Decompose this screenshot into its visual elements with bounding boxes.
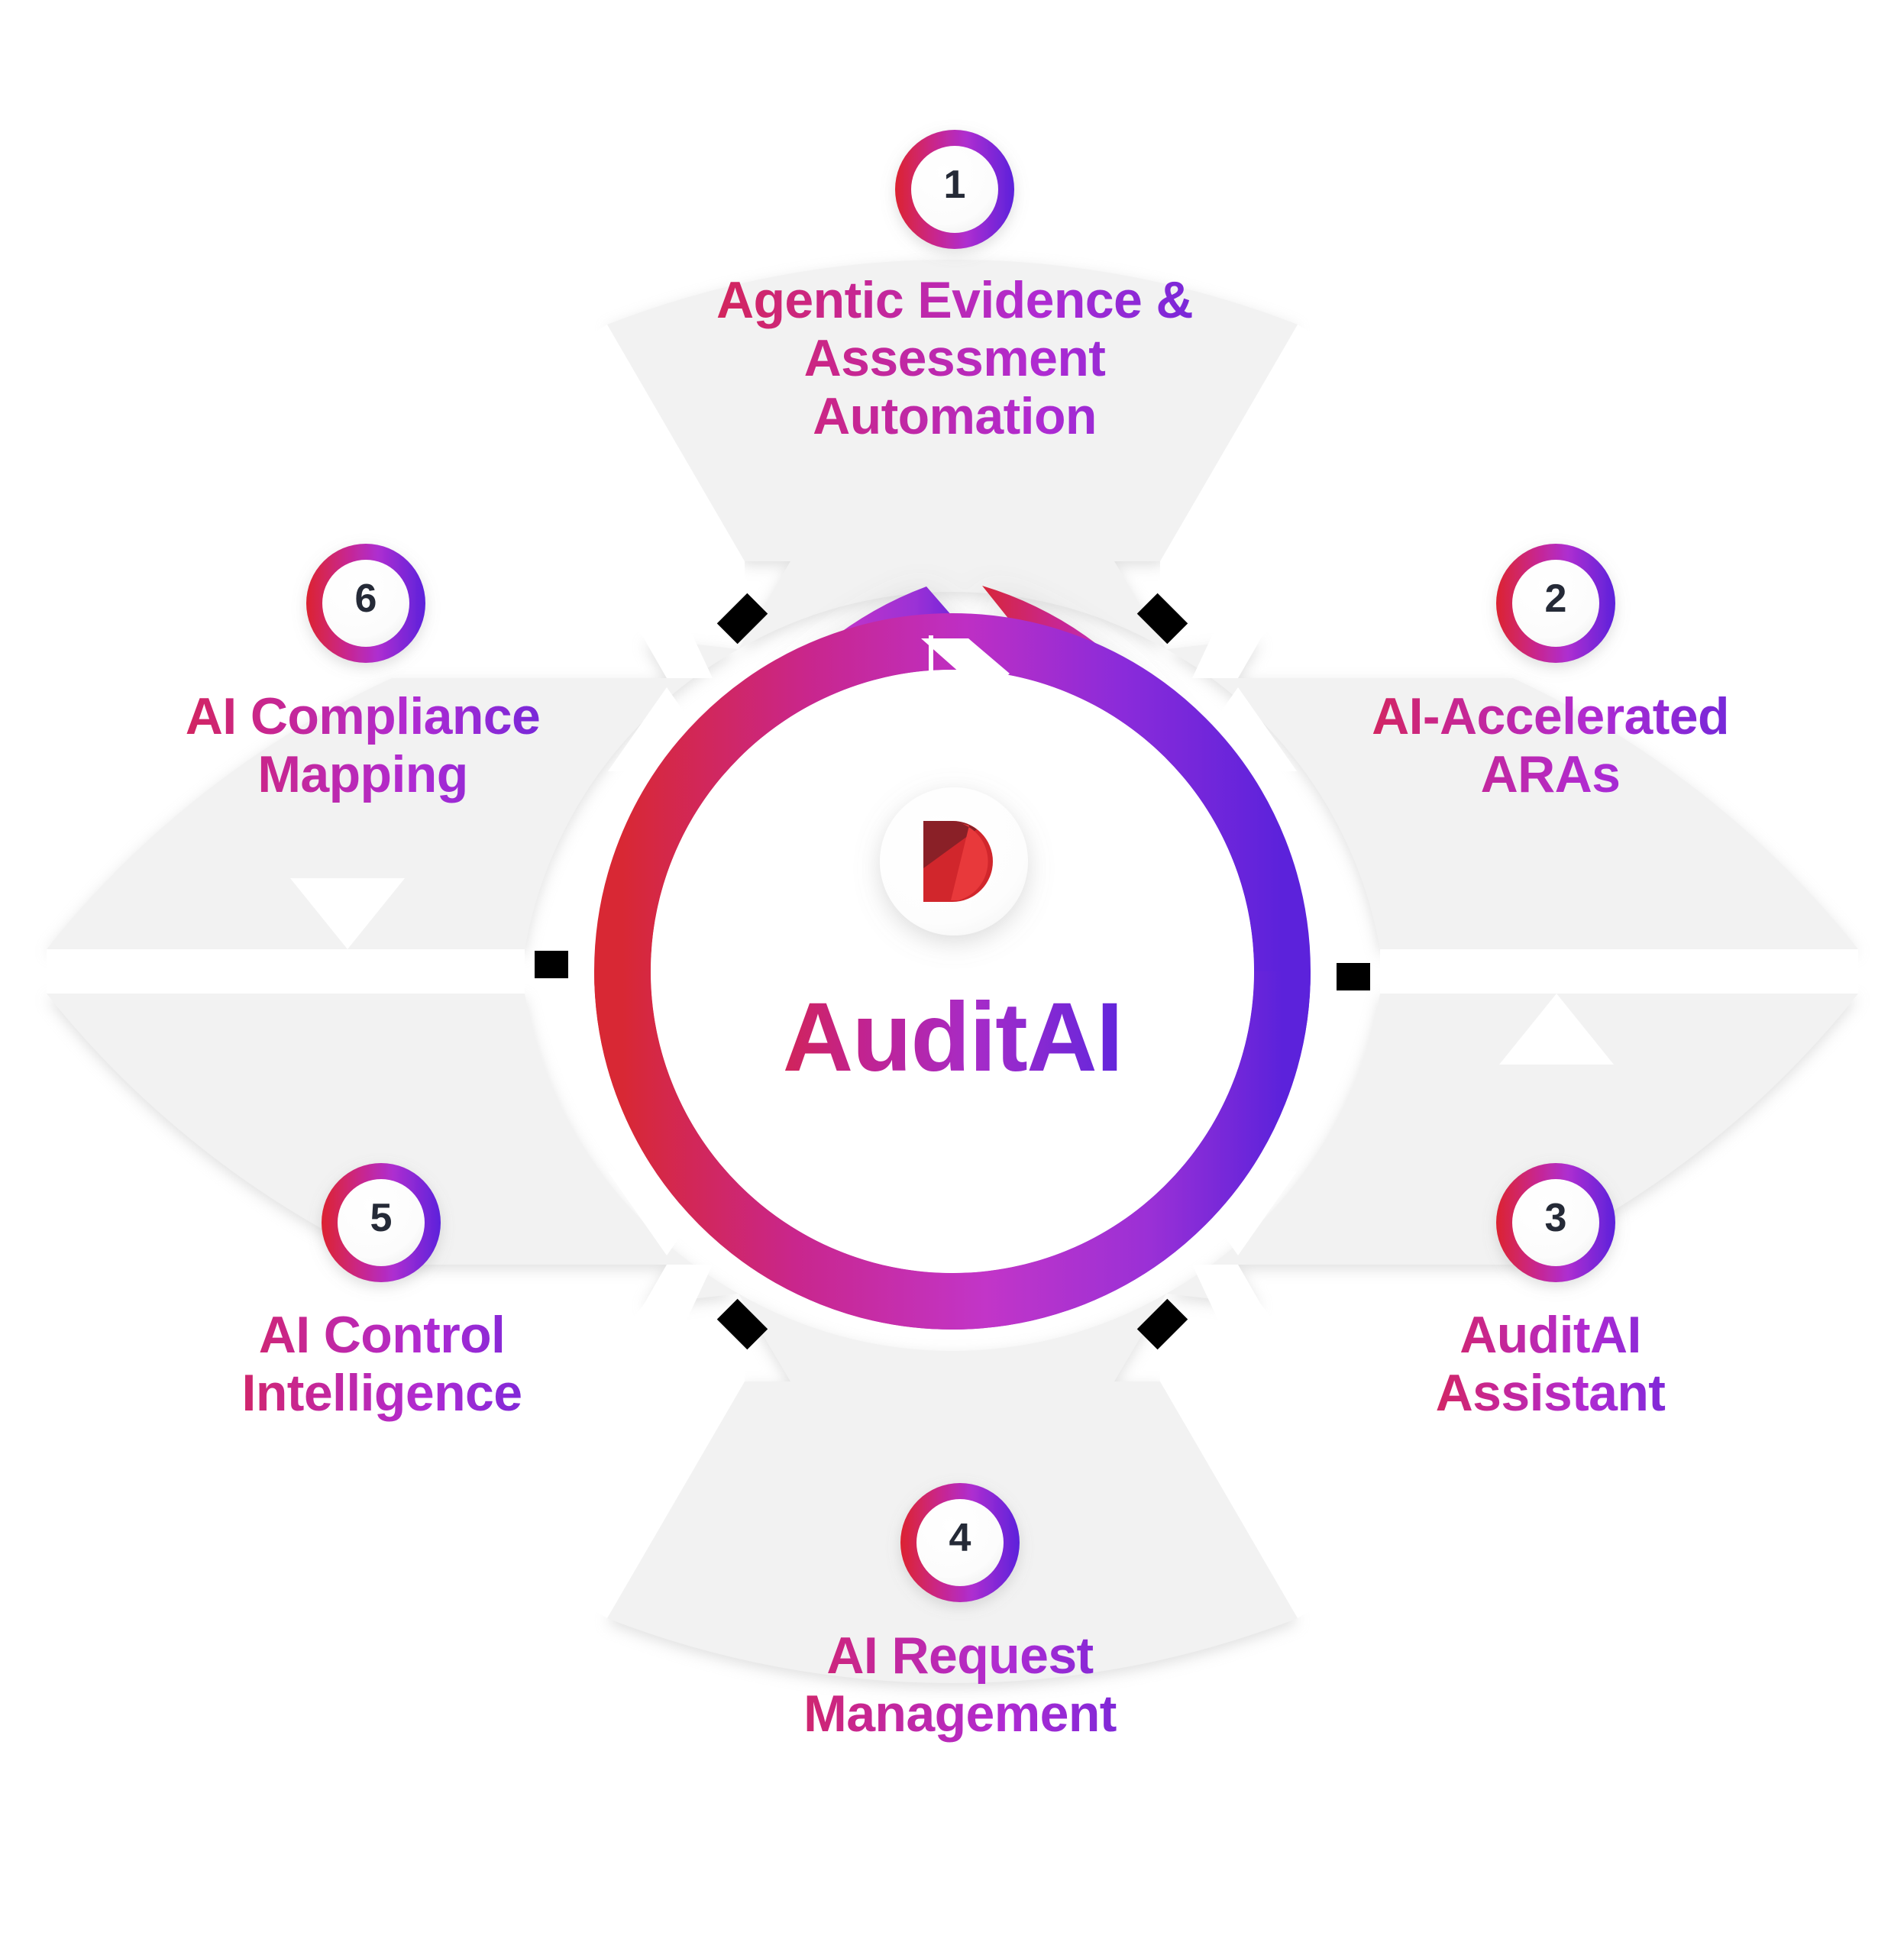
arrow-tip-right-mid [1499, 994, 1614, 1065]
badge-4[interactable] [900, 1483, 1020, 1602]
center-logo-group [880, 787, 1028, 935]
deloitte-d-logo [923, 821, 993, 902]
ring-band-overlay [594, 613, 1311, 1330]
tick-mark-top-right [1136, 593, 1188, 645]
gap-chevron-5-6 [47, 949, 525, 994]
tick-mark-left [535, 951, 568, 978]
number-badges [306, 130, 1615, 1602]
gap-chevron-2-3 [1380, 949, 1858, 994]
badge-6[interactable] [306, 544, 425, 663]
segment-petal-3[interactable] [1166, 994, 1858, 1304]
segment-petal-2[interactable] [1166, 638, 1858, 949]
segment-petal-1[interactable] [607, 260, 1298, 649]
tick-mark-bottom-left [716, 1298, 768, 1350]
arrow-tip-left-mid [290, 878, 405, 949]
segment-petal-5[interactable] [47, 994, 739, 1304]
gap-chevron-1-2 [1160, 325, 1352, 678]
badge-2[interactable] [1496, 544, 1615, 663]
segment-gap-chevrons [47, 325, 1858, 1618]
badge-1[interactable] [895, 130, 1014, 249]
gap-chevron-3-4 [1160, 1265, 1352, 1618]
connector-tick-marks [535, 593, 1370, 1350]
segment-petals [47, 260, 1858, 1683]
segment-petal-6[interactable] [47, 638, 739, 949]
gap-chevron-4-5 [553, 1265, 745, 1618]
gap-chevron-6-1 [553, 325, 745, 678]
tick-mark-top-left [716, 593, 768, 645]
badge-5[interactable] [322, 1163, 441, 1282]
ring-arrow-notch [921, 638, 1010, 709]
tick-mark-right [1337, 963, 1370, 990]
ring-arrow-notch-outer [929, 635, 933, 713]
ring-inner-face [651, 670, 1254, 1273]
tick-mark-bottom-right [1136, 1298, 1188, 1350]
badge-3[interactable] [1496, 1163, 1615, 1282]
